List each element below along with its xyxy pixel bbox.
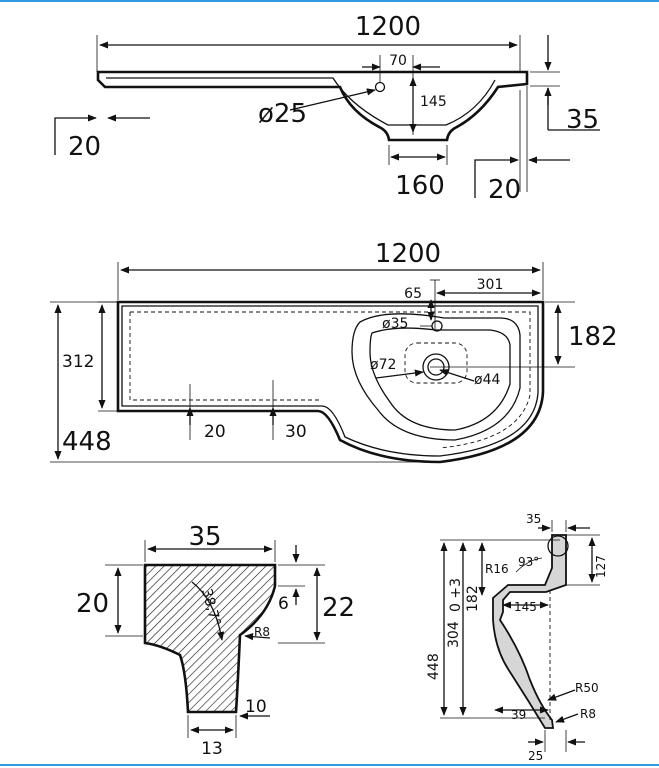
profile-top-width-label: 35 bbox=[526, 512, 541, 526]
side-right-edge-label: 20 bbox=[488, 175, 521, 205]
plan-inner-rim bbox=[121, 305, 539, 457]
plan-edge-front-label: 30 bbox=[285, 422, 307, 442]
plan-hole-back-label: 65 bbox=[404, 286, 422, 302]
profile-view: 448 304 182 0 +3 35 R16 93° 127 145 R50 … bbox=[426, 512, 608, 763]
side-thickness-label: 35 bbox=[566, 105, 599, 135]
plan-dashed-top bbox=[130, 311, 531, 449]
plan-width-label: 1200 bbox=[375, 239, 441, 269]
plan-outline bbox=[116, 300, 545, 464]
plan-edge-inner-label: 20 bbox=[204, 422, 226, 442]
side-width-label: 1200 bbox=[355, 12, 421, 42]
plan-hole-offset-label: 301 bbox=[477, 277, 504, 293]
profile-mid-depth-label: 304 bbox=[446, 621, 462, 648]
profile-body bbox=[492, 534, 567, 729]
plan-bowl-depth-label: 182 bbox=[568, 322, 618, 352]
profile-total-depth-label: 448 bbox=[426, 653, 442, 680]
section-step-label: 6 bbox=[278, 594, 289, 614]
profile-center-depth-label: 182 bbox=[465, 585, 481, 612]
profile-foot-offset-label: 39 bbox=[511, 708, 526, 722]
profile-rear-drop-label: 127 bbox=[594, 555, 608, 578]
section-lip-height-label: 22 bbox=[322, 593, 355, 623]
profile-foot-width-label: 25 bbox=[528, 749, 543, 763]
plan-drain-inner-label: ø44 bbox=[474, 372, 500, 388]
section-foot-width-label: 10 bbox=[245, 697, 267, 717]
profile-tolerance-label: 0 +3 bbox=[448, 578, 464, 612]
section-detail: 35 20 38,7° 6 22 R8 13 10 bbox=[76, 522, 355, 759]
profile-inner-width-label: 145 bbox=[514, 600, 537, 614]
plan-bowl-inner bbox=[369, 327, 511, 431]
section-height-label: 20 bbox=[76, 589, 109, 619]
side-view-inner bbox=[106, 77, 496, 126]
plan-counter-depth-label: 312 bbox=[62, 352, 94, 372]
profile-radius-bottom-label: R8 bbox=[580, 707, 596, 721]
side-drain-label: 160 bbox=[395, 171, 445, 201]
side-tap-hole bbox=[374, 81, 386, 93]
plan-view: 1200 301 65 ø35 182 ø72 ø44 312 448 20 3… bbox=[50, 239, 618, 464]
side-hole-offset-label: 70 bbox=[389, 53, 407, 69]
section-profile bbox=[143, 563, 277, 714]
side-left-edge-label: 20 bbox=[68, 132, 101, 162]
plan-drain-area bbox=[404, 342, 468, 384]
plan-drain-outer-label: ø72 bbox=[370, 357, 396, 373]
profile-radius-large-label: R50 bbox=[575, 681, 599, 695]
profile-tap-circle bbox=[547, 535, 569, 557]
plan-total-depth-label: 448 bbox=[62, 427, 112, 457]
profile-radius-small-label: R16 bbox=[485, 562, 509, 576]
section-radius-label: R8 bbox=[254, 625, 270, 639]
plan-tap-hole-label: ø35 bbox=[382, 316, 408, 332]
plan-bowl bbox=[351, 313, 521, 441]
side-depth-label: 145 bbox=[420, 94, 447, 110]
section-top-width-label: 35 bbox=[188, 522, 221, 552]
side-hole-diameter-label: ø25 bbox=[258, 99, 307, 129]
side-view-outline bbox=[96, 70, 529, 142]
side-view: 1200 70 ø25 145 20 20 35 160 bbox=[54, 12, 600, 205]
section-bottom-width-label: 13 bbox=[201, 739, 223, 759]
